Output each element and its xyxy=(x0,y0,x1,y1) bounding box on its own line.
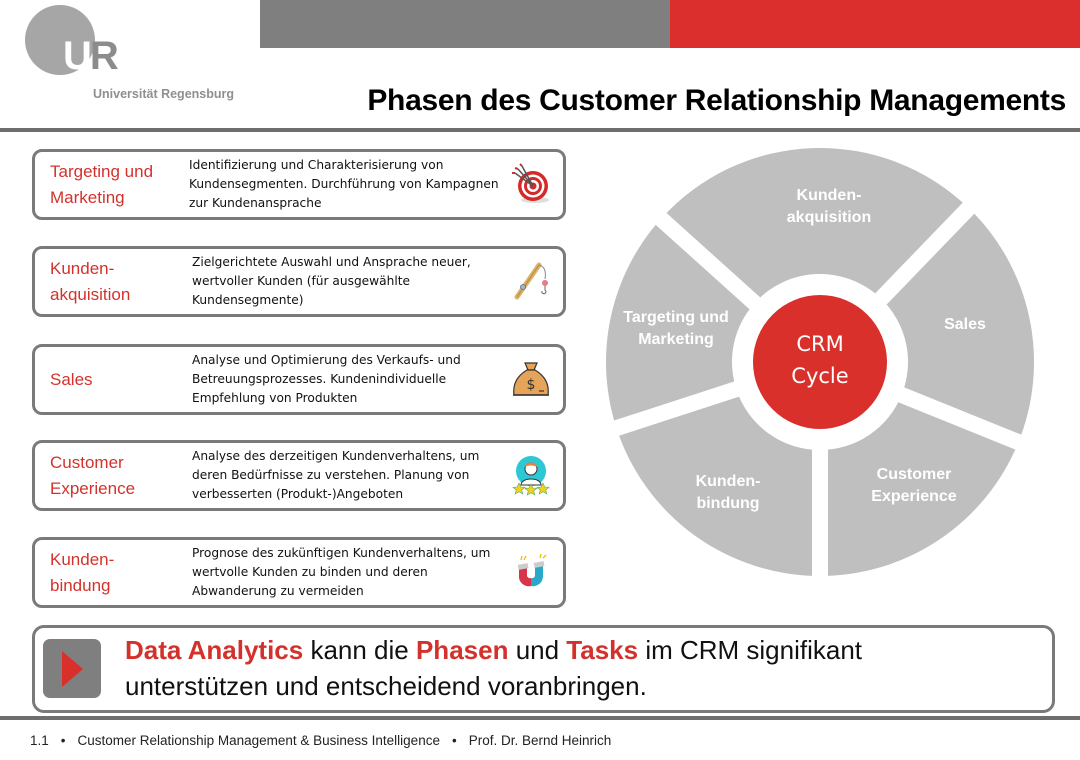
footer-separator: • xyxy=(451,733,457,748)
phase-title-text: Kunden-akquisition xyxy=(50,258,131,304)
logo-letters: UR xyxy=(63,34,119,78)
footer-divider xyxy=(0,716,1080,720)
segment-line: Targeting und xyxy=(623,309,729,326)
footer: 1.1 • Customer Relationship Management & B… xyxy=(30,733,611,748)
phase-description: Analyse des derzeitigen Kundenverhaltens… xyxy=(192,443,512,508)
cycle-center-circle xyxy=(753,295,887,429)
callout-line-2: unterstützen und entscheidend voranbring… xyxy=(125,671,647,701)
target-icon xyxy=(509,162,553,206)
phase-title: Targeting und Marketing xyxy=(50,152,185,217)
phase-card-kundenbindung: Kunden-bindung Prognose des zukünftigen … xyxy=(32,537,566,608)
header-bar-red xyxy=(670,0,1080,48)
header-bar-gray xyxy=(260,0,670,48)
segment-line: akquisition xyxy=(786,209,872,226)
segment-line: Kunden- xyxy=(695,473,761,490)
highlight-phasen: Phasen xyxy=(415,635,509,665)
phase-title: Sales xyxy=(50,347,185,412)
cycle-gap xyxy=(896,386,1026,452)
phase-title-text: Sales xyxy=(50,369,93,389)
phase-description: Prognose des zukünftigen Kundenverhalten… xyxy=(192,540,512,605)
segment-line: Sales xyxy=(944,316,986,333)
callout-box xyxy=(32,625,1055,713)
cycle-segment-kundenakquisition xyxy=(660,147,969,304)
phase-description: Zielgerichtete Auswahl und Ansprache neu… xyxy=(192,249,512,314)
logo-letter-r: R xyxy=(89,34,119,78)
fishing-rod-icon xyxy=(509,259,553,303)
segment-line: Customer xyxy=(876,466,952,483)
svg-text:$: $ xyxy=(527,377,536,393)
phase-description-text: Analyse und Optimierung des Verkaufs- un… xyxy=(192,353,461,405)
phase-card-targeting: Targeting und Marketing Identifizierung … xyxy=(32,149,566,220)
center-line: CRM xyxy=(796,332,844,356)
segment-line: Kunden- xyxy=(796,187,862,204)
phase-description: Analyse und Optimierung des Verkaufs- un… xyxy=(192,347,512,412)
phase-title: Kunden-akquisition xyxy=(50,249,185,314)
phase-title: Customer Experience xyxy=(50,443,185,508)
footer-section-number: 1.1 xyxy=(30,733,49,748)
crm-cycle-diagram xyxy=(606,147,1034,580)
cycle-segment-label-sales: Sales xyxy=(944,314,986,336)
cycle-gap xyxy=(873,199,978,306)
cycle-segment-label-kundenbindung: Kunden-bindung xyxy=(696,471,761,515)
cycle-gap xyxy=(652,210,762,311)
phase-title-text: Customer Experience xyxy=(50,452,136,498)
footer-separator: • xyxy=(60,733,66,748)
highlight-tasks: Tasks xyxy=(566,635,639,665)
phase-title-text: Targeting und Marketing xyxy=(50,161,154,207)
cycle-segment-label-kundenakquisition: Kunden-akquisition xyxy=(787,185,871,229)
phase-description: Identifizierung und Charakterisierung vo… xyxy=(189,152,509,217)
segment-line: Experience xyxy=(871,488,957,505)
highlight-data-analytics: Data Analytics xyxy=(125,635,304,665)
callout-fragment: und xyxy=(508,635,567,665)
phase-card-kundenakquisition: Kunden-akquisition Zielgerichtete Auswah… xyxy=(32,246,566,317)
cycle-gap xyxy=(610,380,741,437)
callout-text: Data Analytics kann die Phasen und Tasks… xyxy=(125,632,862,704)
footer-course-title: Customer Relationship Management & Busin… xyxy=(77,733,440,748)
callout-fragment: kann die xyxy=(303,635,416,665)
logo-circle xyxy=(25,5,95,75)
phase-card-customer-experience: Customer Experience Analyse des derzeiti… xyxy=(32,440,566,511)
play-arrow-icon xyxy=(62,651,83,687)
phase-title: Kunden-bindung xyxy=(50,540,185,605)
segment-line: bindung xyxy=(696,495,760,512)
logo-letter-u: U xyxy=(63,34,92,78)
phase-description-text: Zielgerichtete Auswahl und Ansprache neu… xyxy=(192,255,471,307)
money-bag-icon: $ xyxy=(509,357,553,401)
cycle-segment-customer-experience xyxy=(820,394,1019,576)
phase-description-text: Identifizierung und Charakterisierung vo… xyxy=(189,158,499,210)
header-divider xyxy=(0,128,1080,132)
center-line: Cycle xyxy=(791,364,849,388)
phase-title-text: Kunden-bindung xyxy=(50,549,115,595)
segment-line: Marketing xyxy=(638,331,714,348)
magnet-icon xyxy=(509,550,553,594)
phase-description-text: Prognose des zukünftigen Kundenverhalten… xyxy=(192,546,491,598)
footer-author: Prof. Dr. Bernd Heinrich xyxy=(468,733,612,748)
phase-card-sales: Sales Analyse und Optimierung des Verkau… xyxy=(32,344,566,415)
cycle-segment-kundenbindung xyxy=(616,389,820,576)
callout-line-1: Data Analytics kann die Phasen und Tasks… xyxy=(125,632,862,668)
cycle-center-label: CRM Cycle xyxy=(791,328,848,392)
callout-fragment: im CRM signifikant xyxy=(638,635,863,665)
phase-description-text: Analyse des derzeitigen Kundenverhaltens… xyxy=(192,449,480,501)
customer-rating-icon xyxy=(509,453,553,497)
page-title: Phasen des Customer Relationship Managem… xyxy=(367,84,1066,117)
university-name: Universität Regensburg xyxy=(93,87,235,101)
